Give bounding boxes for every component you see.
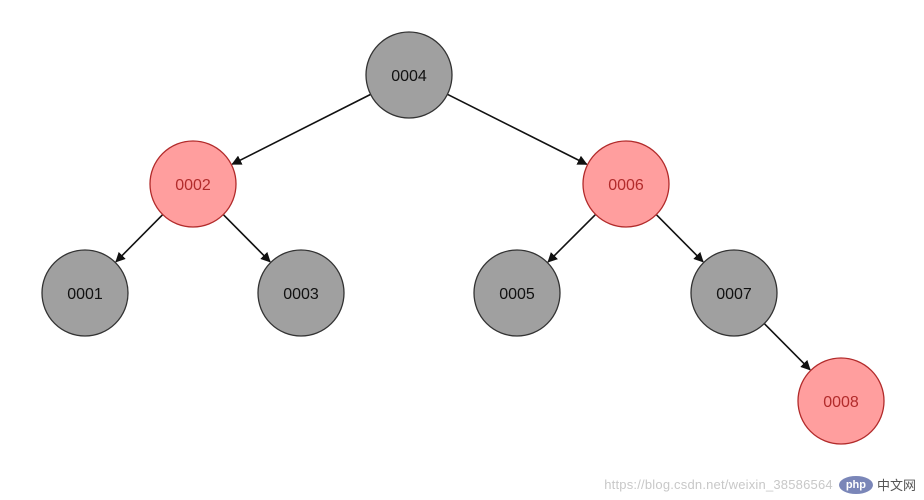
tree-node-0002: 0002 xyxy=(149,140,237,228)
edge-0007-0008 xyxy=(763,322,811,371)
edge-0006-0007 xyxy=(655,213,704,263)
watermark: https://blog.csdn.net/weixin_38586564 ph… xyxy=(604,475,916,494)
node-circle-0001 xyxy=(41,249,129,337)
node-circle-0007 xyxy=(690,249,778,337)
edge-0004-0006 xyxy=(447,93,588,165)
edges-layer xyxy=(115,93,811,371)
node-circle-0002 xyxy=(149,140,237,228)
node-label-0004: 0004 xyxy=(391,68,427,85)
tree-node-0006: 0006 xyxy=(582,140,670,228)
php-logo-icon: php xyxy=(838,475,873,494)
tree-node-0007: 0007 xyxy=(690,249,778,337)
node-circle-0004 xyxy=(365,31,453,119)
node-circle-0006 xyxy=(582,140,670,228)
watermark-logo: php 中文网 xyxy=(838,475,916,494)
watermark-url: https://blog.csdn.net/weixin_38586564 xyxy=(604,477,833,492)
node-label-0006: 0006 xyxy=(608,177,644,194)
tree-node-0005: 0005 xyxy=(473,249,561,337)
tree-node-0004: 0004 xyxy=(365,31,453,119)
nodes-layer: 0004 0002 0006 0001 0003 0005 0007 0008 xyxy=(41,31,885,445)
node-label-0001: 0001 xyxy=(67,286,103,303)
watermark-site-name: 中文网 xyxy=(876,478,916,493)
edge-0002-0001 xyxy=(115,213,164,263)
node-label-0008: 0008 xyxy=(823,394,859,411)
node-label-0007: 0007 xyxy=(716,286,752,303)
node-label-0003: 0003 xyxy=(283,286,319,303)
node-circle-0003 xyxy=(257,249,345,337)
tree-node-0003: 0003 xyxy=(257,249,345,337)
node-label-0005: 0005 xyxy=(499,286,535,303)
edge-0006-0005 xyxy=(547,213,597,263)
edge-0002-0003 xyxy=(222,213,271,263)
tree-node-0008: 0008 xyxy=(797,357,885,445)
node-label-0002: 0002 xyxy=(175,177,211,194)
tree-node-0001: 0001 xyxy=(41,249,129,337)
edge-0004-0002 xyxy=(231,93,371,165)
node-circle-0008 xyxy=(797,357,885,445)
node-circle-0005 xyxy=(473,249,561,337)
